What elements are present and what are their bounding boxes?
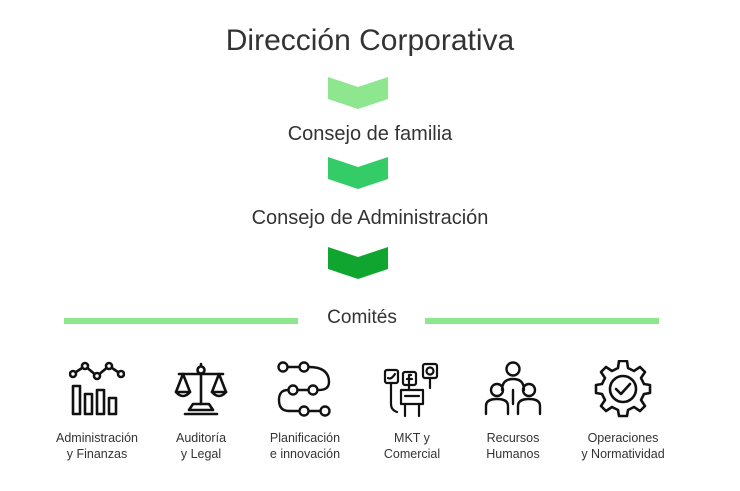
gear-check-icon xyxy=(594,360,652,418)
committee-recursos-humanos: Recursos Humanos xyxy=(453,360,573,462)
committee-label-line2: e innovación xyxy=(269,447,341,461)
committee-planificacion-innovacion: Planificación e innovación xyxy=(245,360,365,462)
scales-icon xyxy=(174,362,228,416)
flow-icon xyxy=(277,361,331,417)
committee-label-line2: y Legal xyxy=(180,447,222,461)
comites-label: Comités xyxy=(327,307,397,328)
committee-label-line2: Humanos xyxy=(486,447,540,461)
committee-label-line2: y Finanzas xyxy=(66,447,128,461)
people-icon xyxy=(484,361,542,416)
chart-icon xyxy=(69,361,125,416)
committee-label-line2: y Normatividad xyxy=(581,447,665,461)
level-consejo-familia: Consejo de familia xyxy=(287,123,453,145)
committee-label-line1: MKT y xyxy=(394,431,430,445)
committee-label-line1: Administración xyxy=(56,431,138,445)
committee-auditoria-legal: Auditoría y Legal xyxy=(141,360,261,462)
committee-operaciones-normatividad: Operaciones y Normatividad xyxy=(563,360,683,462)
committee-mkt-comercial: MKT y Comercial xyxy=(352,360,472,462)
divider-line-left xyxy=(64,318,298,324)
chevron-down-icon xyxy=(328,157,388,189)
level-consejo-administracion: Consejo de Administración xyxy=(251,207,489,229)
page-title: Dirección Corporativa xyxy=(225,24,515,57)
chevron-down-icon xyxy=(328,77,388,109)
social-media-icon xyxy=(383,362,439,418)
committee-label-line2: Comercial xyxy=(383,447,441,461)
committee-label-line1: Operaciones xyxy=(587,431,659,445)
committee-label-line1: Planificación xyxy=(269,431,341,445)
committee-administracion-finanzas: Administración y Finanzas xyxy=(37,360,157,462)
chevron-down-icon xyxy=(328,247,388,279)
divider-line-right xyxy=(425,318,659,324)
committee-label-line1: Auditoría xyxy=(175,431,227,445)
committee-label-line1: Recursos xyxy=(486,431,540,445)
